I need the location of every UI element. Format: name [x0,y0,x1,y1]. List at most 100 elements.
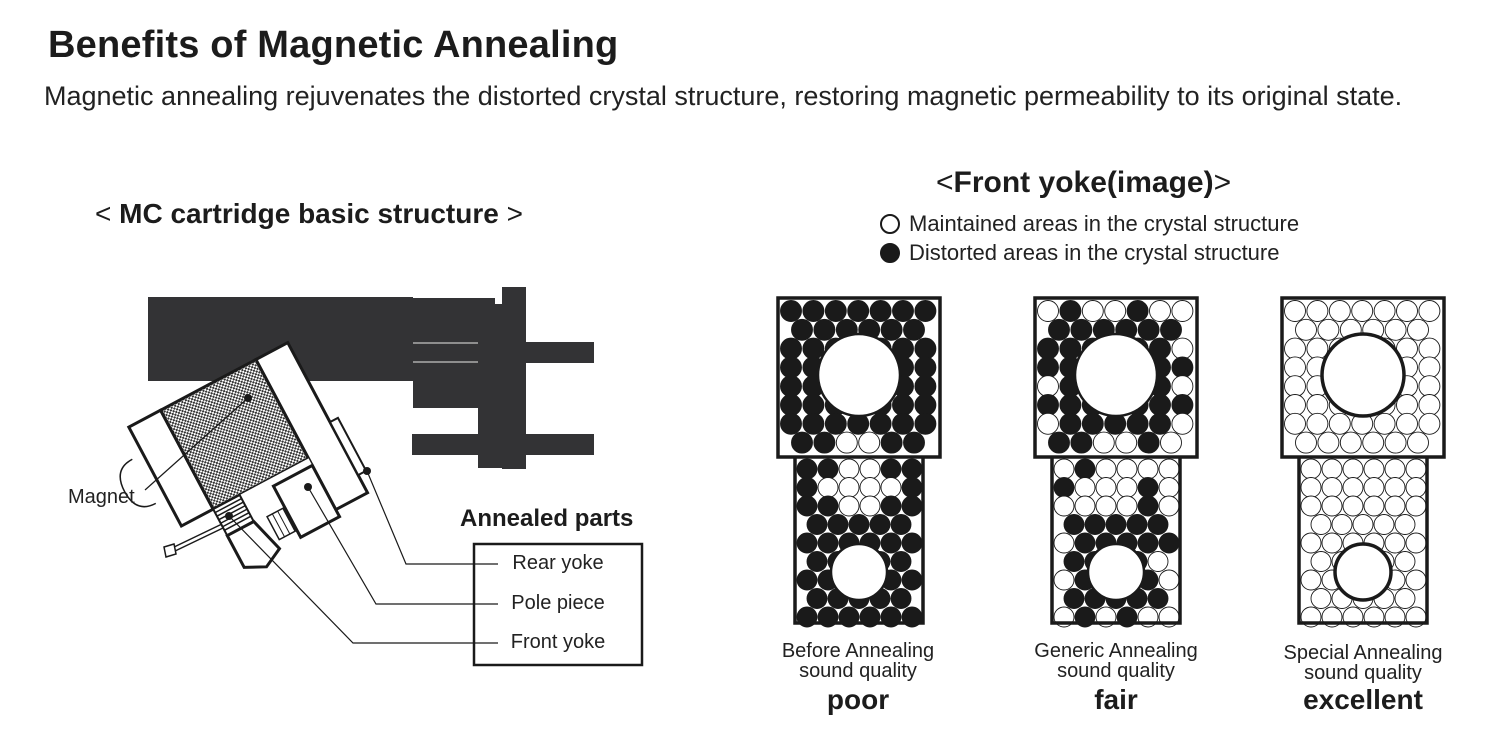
maintained-grain [1295,431,1317,454]
part-front-yoke: Front yoke [510,631,606,653]
cartridge-heading-text: MC cartridge basic structure [119,198,499,229]
distorted-grain [1171,394,1194,416]
maintained-grain [1115,431,1138,454]
maintained-grain [1074,477,1096,498]
maintained-grain [1418,375,1441,398]
connector-pin-upper [526,342,594,363]
maintained-grain [1342,458,1364,480]
distorted-grain [780,412,802,435]
distorted-grain [1137,477,1159,498]
distorted-grain [796,458,818,480]
legend-item-distorted: Distorted areas in the crystal structure [880,240,1279,266]
distorted-grain [880,532,902,554]
distorted-grain [1048,318,1070,341]
distorted-grain [914,375,937,398]
maintained-grain [1284,375,1306,398]
annealed-parts-box [472,542,644,667]
maintained-grain [1384,431,1407,454]
distorted-grain [892,412,914,435]
front-yoke [225,519,282,569]
yoke-before [776,296,942,628]
distorted-grain [824,412,847,435]
maintained-grain [1306,300,1329,322]
maintained-grain [1373,412,1396,435]
maintained-grain [1310,588,1332,609]
leader-lines [144,397,498,644]
distorted-grain [813,431,836,454]
maintained-grain [1405,532,1427,554]
maintained-grain [1306,394,1329,416]
distorted-grain [827,514,849,535]
connector-pin-lower-right [526,434,594,455]
yoke-upper-hole [816,332,902,418]
maintained-grain [1418,337,1441,360]
distorted-grain [1059,412,1082,435]
quality-generic: fair [1094,684,1138,715]
maintained-grain [1396,300,1418,322]
maintained-grain [1405,458,1427,480]
maintained-grain [1158,495,1180,517]
distorted-grain [1105,514,1127,535]
maintained-grain [1081,300,1104,322]
headshell-plate-rear [502,287,526,469]
distorted-grain [914,394,937,416]
caption-before-line2: sound quality [799,660,917,682]
distorted-grain [780,356,802,379]
pole-piece [271,463,342,540]
maintained-grain [1116,477,1138,498]
maintained-grain [1407,431,1429,454]
distorted-grain [1048,431,1070,454]
maintained-grain [1037,300,1059,322]
cartridge-structure-heading: < MC cartridge basic structure > [95,198,523,230]
caption-generic: Generic Annealing sound quality [1006,641,1226,681]
maintained-grain [1149,300,1171,322]
distorted-grain [903,431,925,454]
maintained-grain [1116,458,1138,480]
caption-generic-line2: sound quality [1057,660,1175,682]
maintained-grain [1418,394,1441,416]
distorted-grain [890,588,912,609]
bracket-close: > [1213,166,1232,199]
maintained-grain [838,477,860,498]
maintained-grain [1284,356,1306,379]
distorted-grain [1059,300,1082,322]
maintained-grain [859,495,881,517]
maintained-grain [1363,458,1385,480]
caption-generic-line1: Generic Annealing [1034,640,1198,662]
yoke-lower-hole [1333,542,1393,602]
maintained-grain [1321,495,1343,517]
cartridge-generator [119,340,370,569]
maintained-grain [1352,514,1374,535]
caption-before-line1: Before Annealing [781,640,935,662]
distorted-grain [1074,458,1096,480]
maintained-grain [1092,431,1115,454]
maintained-grain [1158,477,1180,498]
maintained-grain [1321,532,1343,554]
distorted-grain [880,495,902,517]
distorted-grain [1126,300,1149,322]
maintained-grain [1300,495,1322,517]
maintained-grain [838,458,860,480]
maintained-grain [1284,337,1306,360]
distorted-grain [880,431,903,454]
magnet-leader [144,397,249,491]
distorted-grain [1059,394,1082,416]
maintained-grain [1095,495,1117,517]
distorted-grain [1081,412,1104,435]
maintained-grain [1171,337,1194,360]
rear-yoke [253,340,370,512]
maintained-grain [1158,569,1180,591]
distorted-grain [1171,356,1194,379]
distorted-grain [1160,318,1182,341]
legend-item-maintained: Maintained areas in the crystal structur… [880,211,1299,237]
maintained-grain [1284,412,1306,435]
distorted-grain [817,495,839,517]
distorted-grain [796,477,818,498]
yoke-lower-hole [1086,542,1146,602]
distorted-grain [848,514,870,535]
yoke-bottom-outline [1050,458,1182,625]
maintained-grain [1171,300,1194,322]
bracket-open: < [936,166,954,199]
distorted-grain [806,588,828,609]
